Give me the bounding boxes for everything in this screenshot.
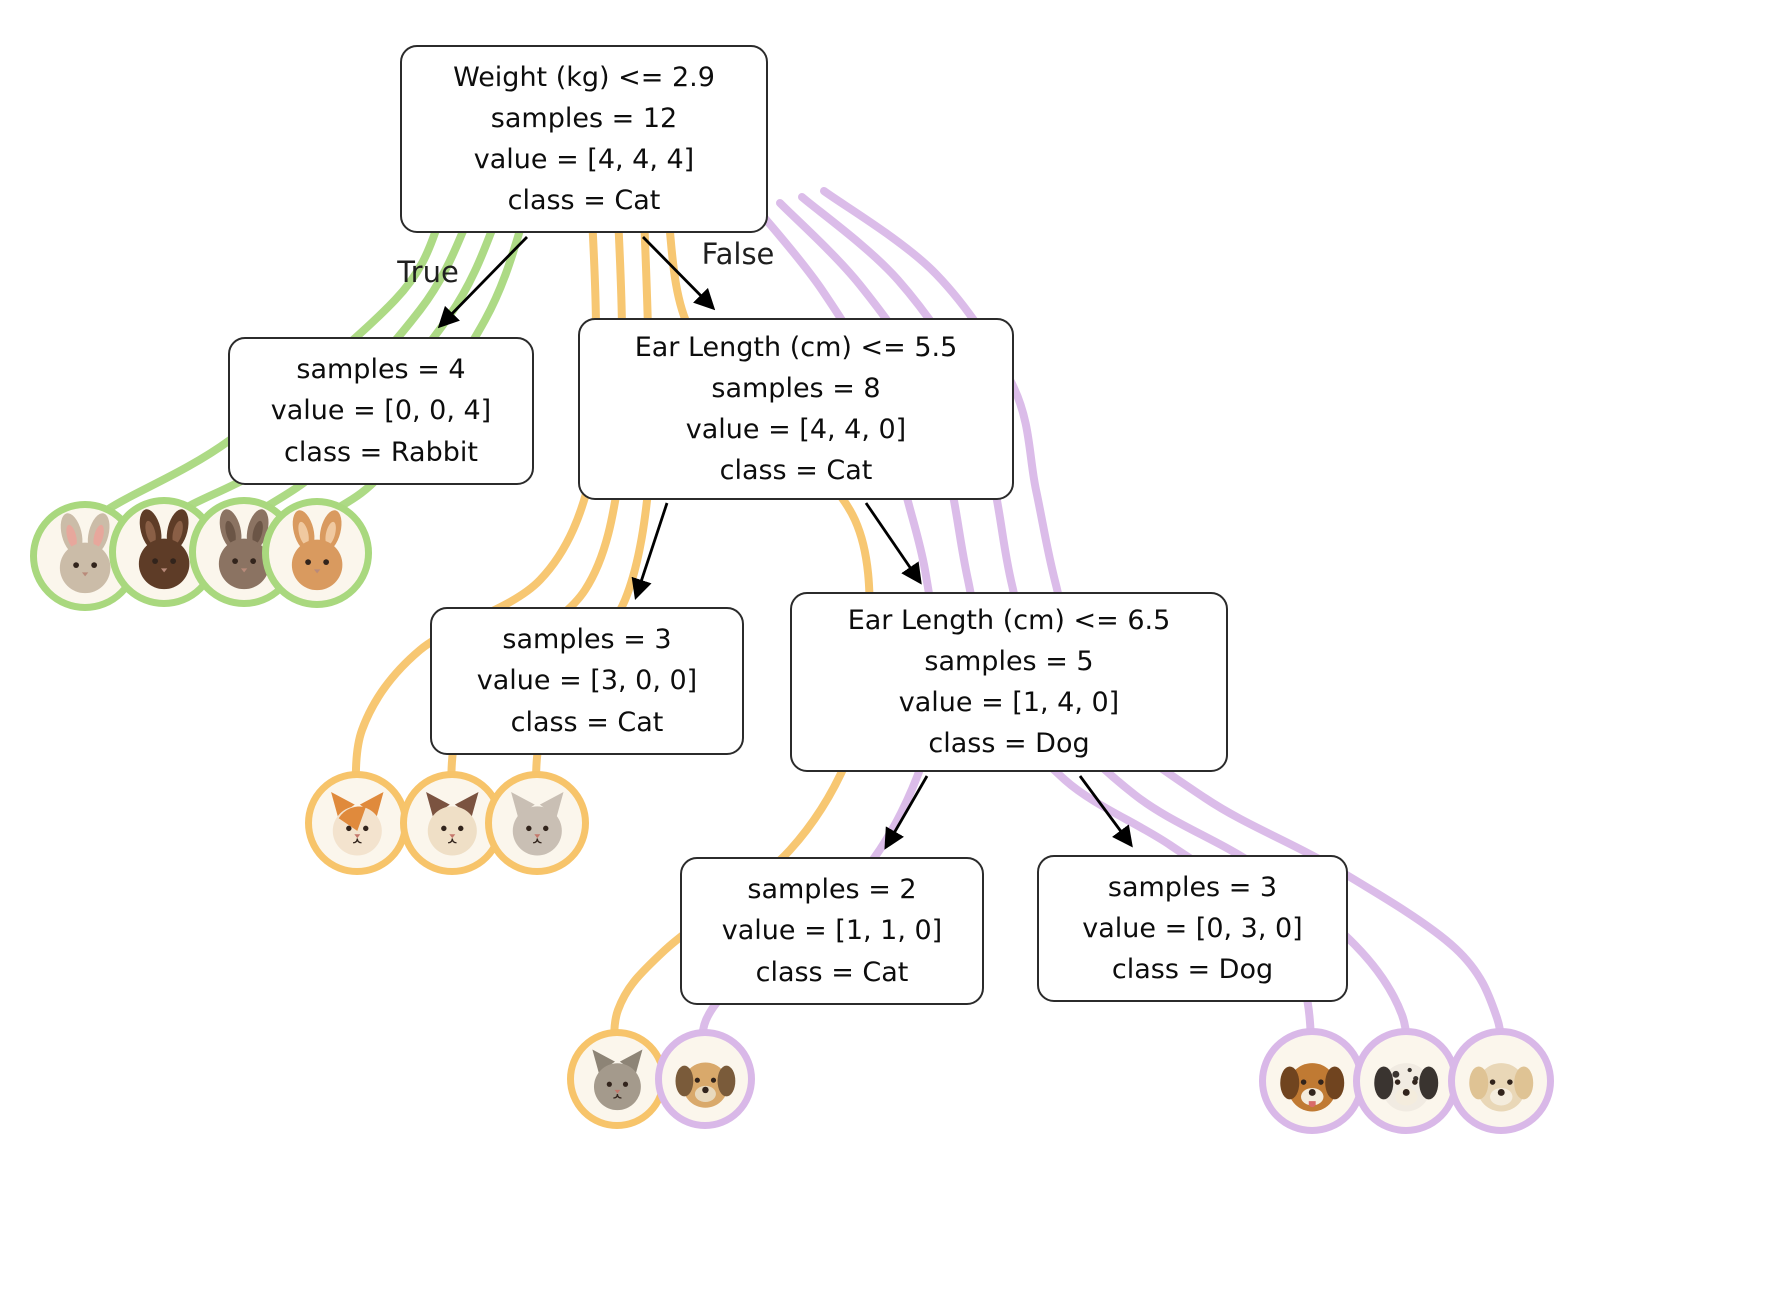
tree-edge-arrow: [642, 236, 716, 311]
node-condition: Weight (kg) <= 2.9: [453, 61, 715, 93]
node-value: value = [1, 4, 0]: [898, 687, 1120, 718]
node-class: class = Cat: [507, 185, 661, 217]
edge-label-true: True: [397, 255, 459, 289]
tree-edge-arrow: [884, 775, 929, 850]
node-class: class = Rabbit: [284, 436, 478, 468]
tree-edges: [437, 236, 1133, 850]
dog-icon: [1259, 1028, 1365, 1134]
node-value: value = [4, 4, 4]: [473, 144, 695, 175]
tree-node-root: Weight (kg) <= 2.9 samples = 12 value = …: [400, 45, 768, 233]
node-samples: samples = 12: [490, 102, 678, 134]
edge-label-false: False: [701, 237, 775, 271]
tree-node-ear-length-6-5: Ear Length (cm) <= 6.5 samples = 5 value…: [790, 592, 1228, 772]
node-condition: Ear Length (cm) <= 6.5: [847, 604, 1171, 636]
node-value: value = [0, 0, 4]: [270, 395, 492, 427]
tree-node-cat-leaf: samples = 3 value = [3, 0, 0] class = Ca…: [430, 607, 744, 755]
node-value: value = [3, 0, 0]: [476, 665, 698, 697]
node-class: class = Cat: [755, 956, 909, 988]
cat-icon: [305, 771, 409, 875]
tree-edge-arrow: [1078, 775, 1133, 848]
node-class: class = Cat: [510, 706, 664, 738]
cat-icon: [485, 771, 589, 875]
tree-edge-arrow: [437, 236, 529, 329]
node-value: value = [1, 1, 0]: [721, 915, 943, 947]
node-class: class = Cat: [719, 455, 873, 487]
node-samples: samples = 8: [711, 372, 881, 404]
node-value: value = [0, 3, 0]: [1082, 912, 1303, 944]
node-condition: Ear Length (cm) <= 5.5: [634, 331, 958, 363]
tree-node-mixed-leaf: samples = 2 value = [1, 1, 0] class = Ca…: [680, 857, 984, 1005]
node-samples: samples = 2: [747, 874, 917, 906]
tree-node-rabbit-leaf: samples = 4 value = [0, 0, 4] class = Ra…: [228, 337, 534, 485]
node-samples: samples = 5: [924, 645, 1094, 677]
tree-edge-arrow: [631, 502, 669, 600]
node-value: value = [4, 4, 0]: [685, 414, 907, 445]
node-samples: samples = 4: [296, 354, 466, 386]
dog-icon: [1448, 1028, 1554, 1134]
node-samples: samples = 3: [502, 624, 672, 656]
rabbit-icon: [262, 498, 372, 608]
tree-edge-arrow: [864, 502, 922, 585]
tree-node-dog-leaf: samples = 3 value = [0, 3, 0] class = Do…: [1037, 855, 1348, 1002]
dog-icon: [655, 1029, 755, 1129]
cat-icon: [567, 1029, 667, 1129]
tree-node-ear-length-5-5: Ear Length (cm) <= 5.5 samples = 8 value…: [578, 318, 1014, 500]
node-samples: samples = 3: [1107, 871, 1278, 903]
node-class: class = Dog: [1111, 954, 1274, 986]
dog-icon: [1353, 1028, 1459, 1134]
node-class: class = Dog: [928, 728, 1090, 760]
